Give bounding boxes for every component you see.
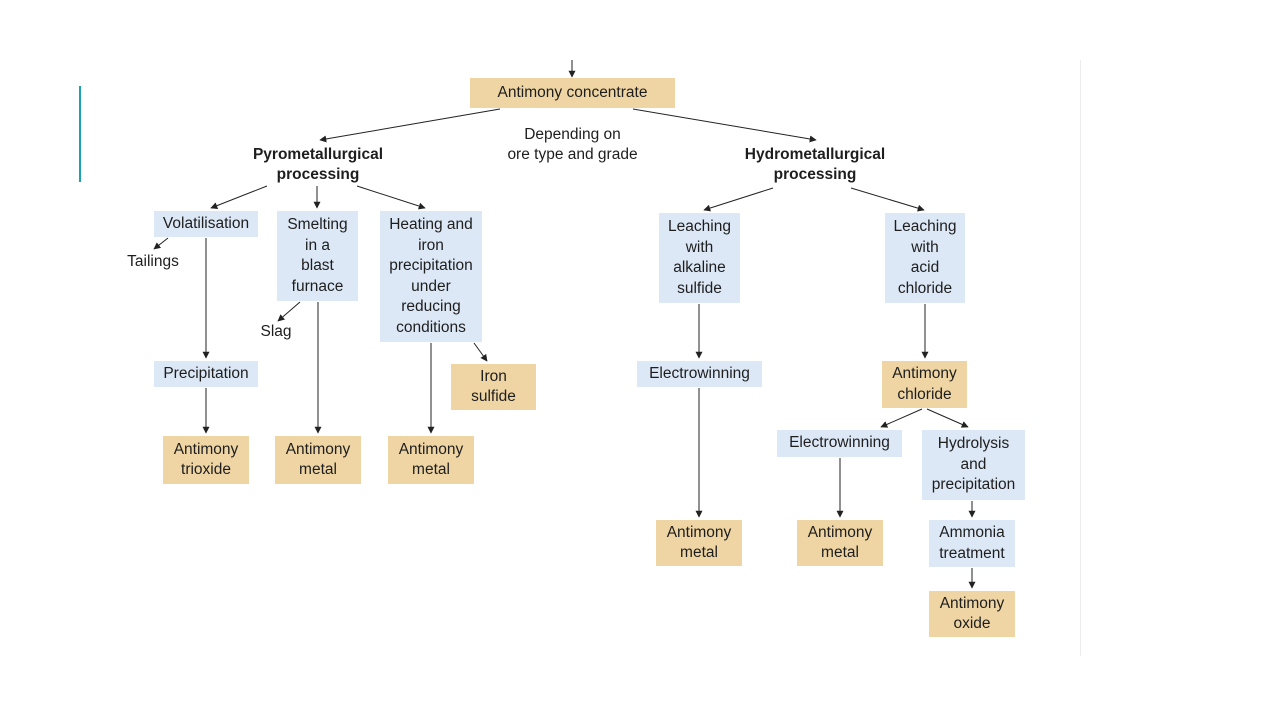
node-hydrolysis-precipitation: Hydrolysis and precipitation [922, 430, 1025, 500]
arrow-chloride-to-hydrolysis [926, 408, 969, 428]
node-antimony-metal-smelting: Antimony metal [275, 436, 361, 484]
note-ore-type: Depending on ore type and grade [507, 125, 638, 164]
node-antimony-metal-alkaline: Antimony metal [656, 520, 742, 566]
panel-divider [1080, 60, 1081, 656]
node-antimony-trioxide: Antimony trioxide [163, 436, 249, 484]
arrow-pyro-to-volatilisation [210, 185, 268, 209]
node-leaching-alkaline-sulfide: Leaching with alkaline sulfide [659, 213, 740, 303]
label-slag: Slag [260, 322, 292, 340]
node-antimony-oxide: Antimony oxide [929, 591, 1015, 637]
node-heating-iron-precipitation: Heating and iron precipitation under red… [380, 211, 482, 342]
node-smelting-blast-furnace: Smelting in a blast furnace [277, 211, 358, 301]
node-antimony-chloride: Antimony chloride [882, 361, 967, 408]
arrow-pyro-to-heating [356, 185, 426, 210]
arrow-root-to-pyro [319, 108, 501, 143]
node-antimony-metal-heating: Antimony metal [388, 436, 474, 484]
arrow-hydro-to-acid [850, 187, 925, 212]
arrow-heating-to-iron-sulfide [473, 342, 488, 362]
accent-bar [79, 86, 81, 182]
label-tailings: Tailings [127, 252, 179, 270]
node-precipitation: Precipitation [154, 361, 258, 387]
node-volatilisation: Volatilisation [154, 211, 258, 237]
node-ammonia-treatment: Ammonia treatment [929, 520, 1015, 567]
arrow-volatilisation-to-tailings [153, 237, 169, 250]
arrow-hydro-to-alkaline [703, 187, 774, 212]
node-antimony-metal-chloride: Antimony metal [797, 520, 883, 566]
heading-pyrometallurgical: Pyrometallurgical processing [252, 145, 384, 184]
arrow-smelting-to-slag [277, 301, 301, 322]
node-iron-sulfide: Iron sulfide [451, 364, 536, 410]
arrow-chloride-to-electrowinning [880, 408, 923, 428]
node-electrowinning-alkaline: Electrowinning [637, 361, 762, 387]
node-antimony-concentrate: Antimony concentrate [470, 78, 675, 108]
heading-hydrometallurgical: Hydrometallurgical processing [744, 145, 886, 184]
node-leaching-acid-chloride: Leaching with acid chloride [885, 213, 965, 303]
node-electrowinning-chloride: Electrowinning [777, 430, 902, 457]
arrow-root-to-hydro [632, 108, 817, 143]
